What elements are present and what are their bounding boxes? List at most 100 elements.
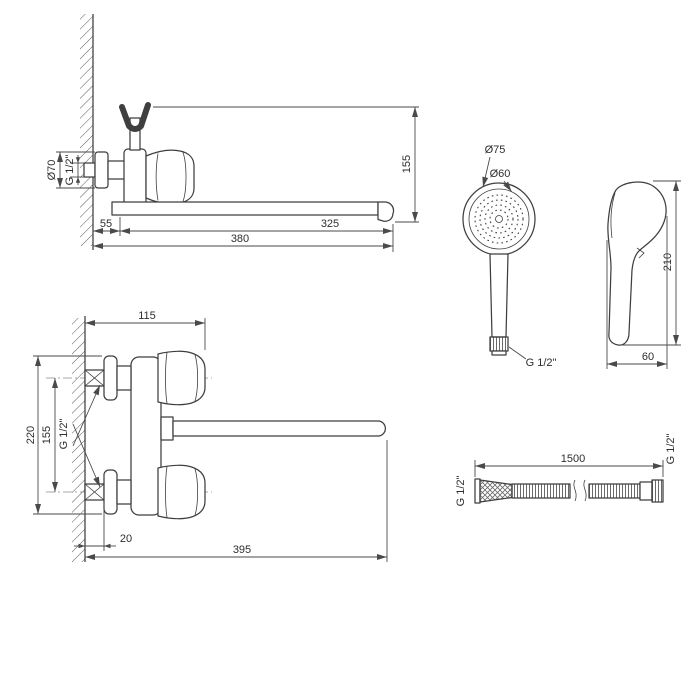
dim-label-220: 220: [25, 426, 37, 444]
spray-ring: [484, 204, 514, 234]
dim-label-d75: Ø75: [485, 144, 506, 156]
body-connector: [107, 160, 126, 180]
spout-tube: [172, 420, 386, 437]
escutcheon-flange: [94, 151, 109, 189]
bottom-inlet-assembly: [84, 464, 206, 520]
handle-thread-cap: [491, 350, 507, 356]
faucet-side-view: Ø70 G 1/2" 55 325 380 155: [46, 14, 419, 252]
dim-label-55: 55: [100, 218, 112, 230]
dim-handle-thread: G 1/2": [508, 346, 557, 369]
dim-label-thread: G 1/2": [526, 357, 557, 369]
thread-cross: [84, 369, 105, 387]
arrow: [104, 543, 111, 549]
head-inner-ring: [468, 188, 530, 250]
dim-wall-to-body: 55: [93, 217, 121, 236]
spray-ring: [489, 209, 509, 229]
spout-tip: [377, 201, 395, 222]
hose-right-nut: [651, 479, 664, 503]
dim-flange-diameter: Ø70: [46, 151, 95, 189]
leader-line: [72, 384, 101, 447]
dim-label-wall-thread: G 1/2": [64, 155, 76, 186]
handset-handle-front: [489, 253, 509, 338]
hose-break-line: [583, 479, 587, 502]
handle-knob-arc: [182, 152, 187, 202]
dim-label-380: 380: [231, 233, 249, 245]
dim-handle-projection: 115: [85, 310, 206, 350]
wall-hatch: [72, 318, 85, 562]
dim-label-d60: Ø60: [490, 168, 511, 180]
dim-wall-offset: 20: [74, 502, 132, 551]
shower-hose-view: 1500 G 1/2" G 1/2": [455, 434, 677, 507]
spray-center: [495, 215, 503, 223]
arrow: [75, 177, 81, 183]
escutcheon-flange: [103, 355, 118, 401]
valve-body: [123, 148, 147, 206]
dim-wall-thread: G 1/2": [64, 155, 84, 186]
shower-head-front-view: Ø75 Ø60 G 1/2": [462, 144, 557, 369]
dim-face-diameter: Ø60: [490, 168, 512, 192]
handle-knob-arc: [165, 466, 168, 518]
dim-label-flange-diameter: Ø70: [46, 160, 58, 181]
escutcheon-flange: [103, 469, 118, 515]
eccentric-connector: [116, 365, 132, 391]
dim-hose-length: 1500: [474, 453, 664, 477]
hose-left-collar: [474, 478, 481, 504]
dim-total-length: 395: [85, 440, 388, 562]
handset-face-line: [610, 192, 616, 239]
hose-break-line: [573, 479, 577, 502]
hose-left-cone-nut: [479, 479, 513, 503]
dim-label-395: 395: [233, 544, 251, 556]
dim-label-115: 115: [138, 310, 156, 322]
spout-tube: [111, 201, 379, 216]
dim-inlet-centers: 155: [41, 378, 58, 492]
dim-label-thread: G 1/2": [58, 419, 70, 450]
eccentric-connector: [116, 479, 132, 505]
dim-label-155: 155: [401, 155, 413, 173]
hose-segment-right: [588, 483, 641, 499]
handset-nub: [636, 247, 645, 259]
mixer-body-column: [130, 356, 162, 516]
thread-cross: [84, 483, 105, 501]
handle-knob-arc: [165, 352, 168, 404]
handle-knob-arc: [194, 468, 199, 516]
dim-inlet-thread: G 1/2": [58, 384, 101, 488]
handle-knob-arc: [155, 153, 159, 201]
dim-label-20: 20: [120, 533, 132, 545]
dim-handset-height: 210: [621, 180, 681, 346]
dim-label-210: 210: [662, 253, 674, 271]
dim-label-1500: 1500: [561, 453, 585, 465]
spray-ring: [474, 194, 524, 244]
holder-stem: [129, 117, 141, 151]
handle-knob: [145, 149, 195, 205]
top-inlet-assembly: [84, 350, 206, 406]
leader-line: [482, 156, 491, 188]
handle-knob-arc: [194, 354, 199, 402]
leader-line: [72, 423, 101, 488]
wall-hatch: [80, 14, 93, 246]
handle-knob: [157, 464, 206, 520]
head-outer-circle: [462, 182, 536, 256]
dim-label-thread-left: G 1/2": [455, 476, 467, 507]
spray-ring: [479, 199, 519, 239]
wall-thread-stub: [83, 162, 96, 178]
dim-label-thread-right: G 1/2": [665, 434, 677, 465]
dim-handset-width: 60: [606, 216, 668, 369]
faucet-top-view: 115 220 155 G 1/2" 20: [25, 310, 388, 562]
leader-line: [503, 180, 512, 192]
shower-head-side-view: 210 60: [606, 180, 681, 369]
shower-holder-fork: [119, 102, 151, 132]
dim-label-325: 325: [321, 218, 339, 230]
hose-segment-left: [511, 483, 571, 499]
spout-root-nut: [160, 416, 174, 441]
arrow: [78, 543, 85, 549]
dim-total-reach: 380: [93, 233, 393, 249]
dim-label-155: 155: [41, 426, 53, 444]
dim-body-to-spout-end: 325: [120, 218, 394, 252]
dim-body-span: 220: [25, 355, 102, 515]
leader-line: [508, 346, 527, 360]
handle-knob: [157, 350, 206, 406]
handset-profile: [607, 181, 667, 346]
dim-height-155: 155: [153, 106, 419, 223]
